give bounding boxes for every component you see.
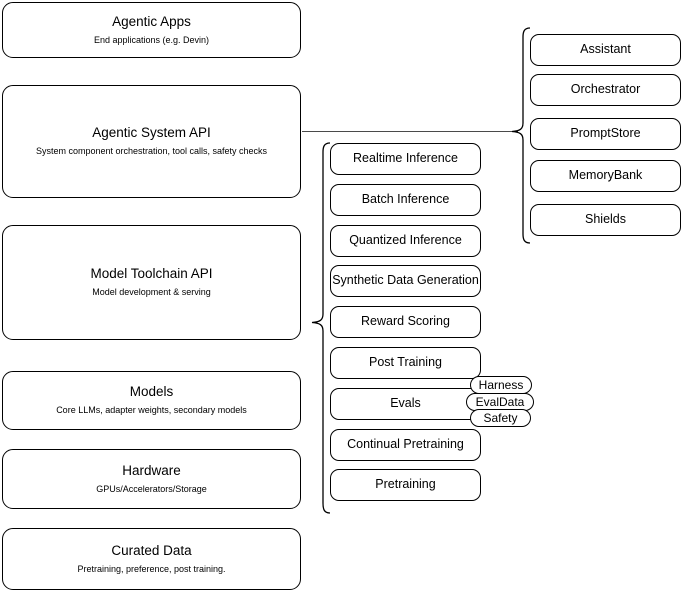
capability-box-pretraining[interactable]: Pretraining [330, 469, 481, 501]
eval-pill-label: EvalData [475, 395, 525, 409]
eval-pill-label: Harness [478, 378, 524, 392]
layer-box-agentic-apps[interactable]: Agentic Apps End applications (e.g. Devi… [2, 2, 301, 58]
capability-box-realtime-inference[interactable]: Realtime Inference [330, 143, 481, 175]
layer-box-hardware[interactable]: Hardware GPUs/Accelerators/Storage [2, 449, 301, 509]
capability-box-reward-scoring[interactable]: Reward Scoring [330, 306, 481, 338]
layer-title: Curated Data [111, 542, 192, 558]
eval-pill-label: Safety [483, 411, 518, 425]
eval-pill-harness[interactable]: Harness [470, 376, 532, 394]
capability-label: Realtime Inference [353, 151, 458, 166]
capability-box-evals[interactable]: Evals [330, 388, 481, 420]
capability-box-quantized-inference[interactable]: Quantized Inference [330, 225, 481, 257]
capability-label: Post Training [369, 355, 442, 370]
layer-box-models[interactable]: Models Core LLMs, adapter weights, secon… [2, 371, 301, 430]
capability-label: Continual Pretraining [347, 437, 464, 452]
component-label: MemoryBank [568, 168, 643, 183]
component-box-orchestrator[interactable]: Orchestrator [530, 74, 681, 106]
component-label: PromptStore [570, 126, 641, 141]
capability-label: Pretraining [375, 477, 436, 492]
component-box-promptstore[interactable]: PromptStore [530, 118, 681, 150]
capability-label: Quantized Inference [349, 233, 462, 248]
layer-box-model-toolchain-api[interactable]: Model Toolchain API Model development & … [2, 225, 301, 340]
eval-pill-safety[interactable]: Safety [470, 409, 531, 427]
capability-label: Evals [390, 396, 421, 411]
layer-subtitle: System component orchestration, tool cal… [35, 146, 268, 157]
layer-subtitle: GPUs/Accelerators/Storage [96, 483, 207, 494]
capability-label: Reward Scoring [361, 314, 450, 329]
layer-subtitle: Core LLMs, adapter weights, secondary mo… [56, 405, 247, 416]
connector-line-agentic-system-api [302, 131, 518, 132]
layer-box-curated-data[interactable]: Curated Data Pretraining, preference, po… [2, 528, 301, 590]
component-label: Assistant [580, 42, 631, 57]
component-box-assistant[interactable]: Assistant [530, 34, 681, 66]
capability-box-synthetic-data-generation[interactable]: Synthetic Data Generation [330, 265, 481, 297]
capability-label: Synthetic Data Generation [332, 273, 479, 288]
brace-agentic-components [511, 27, 531, 244]
layer-subtitle: Model development & serving [92, 287, 211, 298]
layer-title: Models [129, 384, 174, 400]
brace-toolchain-capabilities [310, 142, 331, 514]
capability-box-batch-inference[interactable]: Batch Inference [330, 184, 481, 216]
capability-box-post-training[interactable]: Post Training [330, 347, 481, 379]
layer-box-agentic-system-api[interactable]: Agentic System API System component orch… [2, 85, 301, 198]
capability-box-continual-pretraining[interactable]: Continual Pretraining [330, 429, 481, 461]
layer-title: Model Toolchain API [90, 266, 213, 282]
component-box-memorybank[interactable]: MemoryBank [530, 160, 681, 192]
component-label: Shields [585, 212, 626, 227]
layer-title: Agentic System API [92, 125, 211, 141]
layer-subtitle: End applications (e.g. Devin) [93, 34, 210, 45]
component-label: Orchestrator [570, 82, 641, 97]
capability-label: Batch Inference [361, 192, 450, 207]
layer-subtitle: Pretraining, preference, post training. [77, 563, 226, 574]
component-box-shields[interactable]: Shields [530, 204, 681, 236]
layer-title: Hardware [122, 462, 181, 478]
layer-title: Agentic Apps [112, 13, 191, 29]
